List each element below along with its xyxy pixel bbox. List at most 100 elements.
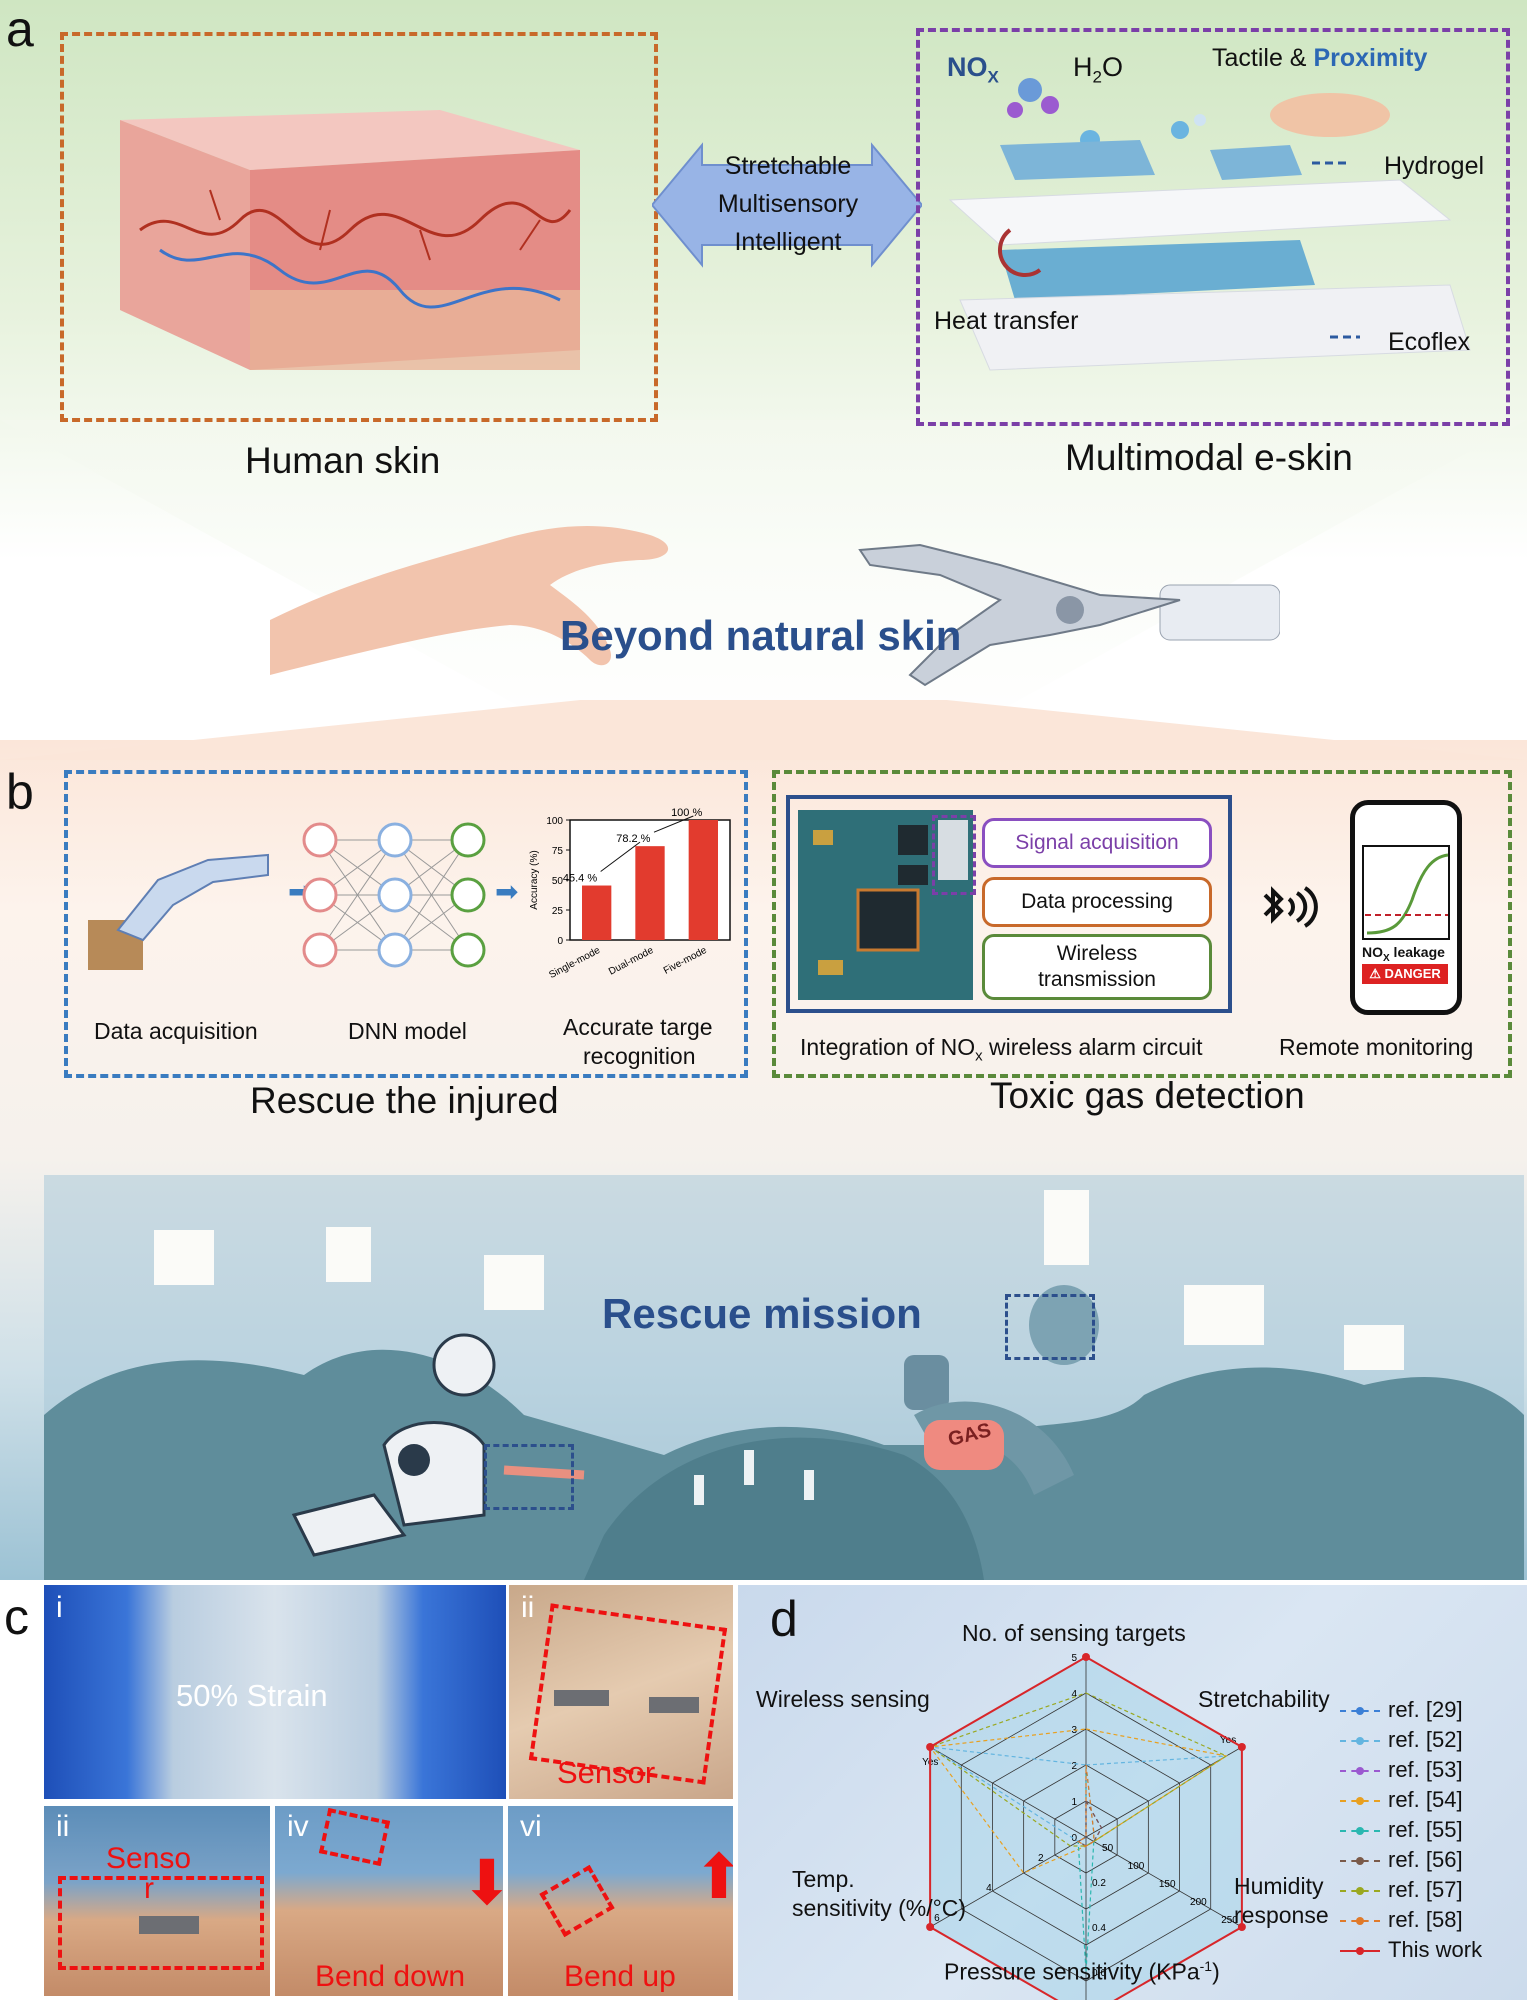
up-arrow-icon: ⬆	[693, 1843, 733, 1912]
strain-text: 50% Strain	[176, 1678, 328, 1713]
y-tick-label: 0	[557, 936, 563, 947]
legend-item: ref. [53]	[1340, 1757, 1463, 1783]
bend-down-highlight	[318, 1807, 391, 1867]
photo-vi-label: vi	[520, 1810, 542, 1843]
signal-acquisition-box: Signal acquisition	[982, 818, 1212, 868]
legend-swatch	[1340, 1857, 1380, 1866]
sensor-text: Sensor	[557, 1755, 656, 1790]
photo-iv-label: iv	[287, 1810, 309, 1843]
trend-arrow	[653, 815, 694, 833]
eskin-label: Multimodal e-skin	[1065, 437, 1353, 478]
radar-tick-targets: 2	[1071, 1761, 1077, 1772]
arrow-label-stretchable: Stretchable	[724, 152, 852, 180]
legend-label: ref. [57]	[1388, 1877, 1463, 1902]
heat-transfer-label: Heat transfer	[934, 307, 1079, 335]
beyond-natural-skin: Beyond natural skin	[560, 612, 962, 659]
legend-label: ref. [56]	[1388, 1847, 1463, 1872]
photo-sensor-arm: ii Sensor	[509, 1585, 733, 1799]
eskin-illustration	[948, 78, 1471, 371]
axis-label-humidity-2: response	[1234, 1902, 1329, 1928]
legend-swatch	[1340, 1947, 1380, 1956]
eskin-frame	[916, 28, 1510, 426]
radar-legend: ref. [29]ref. [52]ref. [53]ref. [54]ref.…	[1340, 1697, 1520, 1997]
human-skin-illustration	[120, 110, 580, 370]
radar-point-this-work	[1237, 1923, 1246, 1931]
down-arrow-icon: ⬇	[461, 1849, 503, 1918]
bend-up-text: Bend up	[564, 1960, 676, 1993]
radar-point-this-work	[1082, 1653, 1090, 1661]
legend-label: ref. [58]	[1388, 1907, 1463, 1932]
radar-tick-pressure: 0.4	[1092, 1923, 1106, 1934]
radar-tick-temp: 2	[1038, 1853, 1044, 1864]
photo-strain: i 50% Strain	[44, 1585, 506, 1799]
radar-tick-humidity: 200	[1190, 1897, 1207, 1908]
human-hand-illustration	[270, 525, 669, 675]
axis-label-temp-2: sensitivity (%/°C)	[792, 1895, 967, 1921]
legend-item: ref. [29]	[1340, 1697, 1463, 1723]
robot-hand-highlight	[484, 1444, 574, 1510]
radar-tick-temp: 4	[986, 1883, 992, 1894]
bar-five-mode	[688, 820, 718, 940]
bend-up-highlight	[539, 1864, 615, 1938]
radar-tick-targets: 1	[1071, 1797, 1077, 1808]
y-tick-label: 75	[552, 846, 564, 857]
legend-label: ref. [29]	[1388, 1697, 1463, 1722]
x-tick-label: Five-mode	[662, 945, 709, 977]
sensor-electrode-left	[554, 1690, 609, 1706]
radar-tick-pressure: 0.2	[1092, 1878, 1106, 1889]
circuit-highlight	[932, 815, 976, 895]
hydrogel-label: Hydrogel	[1384, 152, 1485, 180]
integration-label: Integration of NOx wireless alarm circui…	[800, 1034, 1203, 1065]
panel-letter-c: c	[4, 1589, 29, 1645]
arrow-label-intelligent: Intelligent	[734, 228, 842, 256]
axis-label-humidity-1: Humidity	[1234, 1873, 1324, 1899]
r-text: r	[144, 1872, 154, 1905]
axis-label-wireless: Wireless sensing	[756, 1686, 930, 1712]
robot-hand-illustration	[858, 543, 1280, 687]
photo-arm-sensor: ii Senso r	[44, 1806, 270, 1996]
photo-i-label: i	[56, 1591, 63, 1624]
x-tick-label: Single-mode	[547, 945, 602, 981]
robot-arm-icon	[88, 853, 269, 970]
radar-tick-humidity: 150	[1159, 1879, 1176, 1890]
h2o-label: H2O	[1073, 52, 1123, 87]
legend-label: ref. [54]	[1388, 1787, 1463, 1812]
radar-tick-pressure: 0.6	[1092, 1968, 1106, 1979]
dnn-model-label: DNN model	[348, 1018, 467, 1044]
bluetooth-signal-icon	[1263, 886, 1318, 928]
bar-dual-mode	[635, 846, 665, 940]
ecoflex-label: Ecoflex	[1388, 328, 1470, 356]
phone-screen-graph	[1362, 845, 1450, 940]
radar-tick-humidity: 100	[1128, 1861, 1145, 1872]
radar-point-this-work	[1237, 1743, 1246, 1751]
legend-swatch	[1340, 1917, 1380, 1926]
axis-label-temp-1: Temp.	[792, 1866, 855, 1892]
radar-chart: 012345501001502002500.20.40.60.8246YesYe…	[922, 1653, 1246, 2000]
senso-text: Senso	[106, 1842, 192, 1875]
legend-swatch	[1340, 1797, 1380, 1806]
axis-label-stretchability: Stretchability	[1198, 1686, 1330, 1712]
panel-letter-d: d	[770, 1591, 798, 1647]
trend-arrow	[600, 841, 641, 872]
radar-spoke	[929, 1836, 1087, 1928]
sensor-electrode-right	[649, 1697, 699, 1713]
legend-swatch	[1340, 1737, 1380, 1746]
legend-item: ref. [56]	[1340, 1847, 1463, 1873]
phone-leak-text: NOX leakage	[1362, 944, 1445, 964]
arm-sensor-strip	[139, 1916, 199, 1934]
radar-series-ref-8	[1077, 1764, 1095, 1847]
legend-swatch	[1340, 1707, 1380, 1716]
panel-letter-a: a	[6, 1, 34, 57]
radar-tick-targets: 5	[1071, 1653, 1077, 1664]
radar-point-this-work	[926, 1923, 935, 1931]
gas-cloud-highlight	[1005, 1294, 1095, 1360]
data-acquisition-label: Data acquisition	[94, 1018, 258, 1044]
legend-item: ref. [57]	[1340, 1877, 1463, 1903]
radar-tick-temp: 6	[934, 1913, 940, 1924]
bar-data-label: 100 %	[671, 807, 702, 819]
rescue-injured-frame	[64, 770, 748, 1078]
arrow-right-icon-2: ➡	[495, 876, 519, 907]
photo-bend-up: vi ⬆ Bend up	[508, 1806, 733, 1996]
legend-label: ref. [55]	[1388, 1817, 1463, 1842]
